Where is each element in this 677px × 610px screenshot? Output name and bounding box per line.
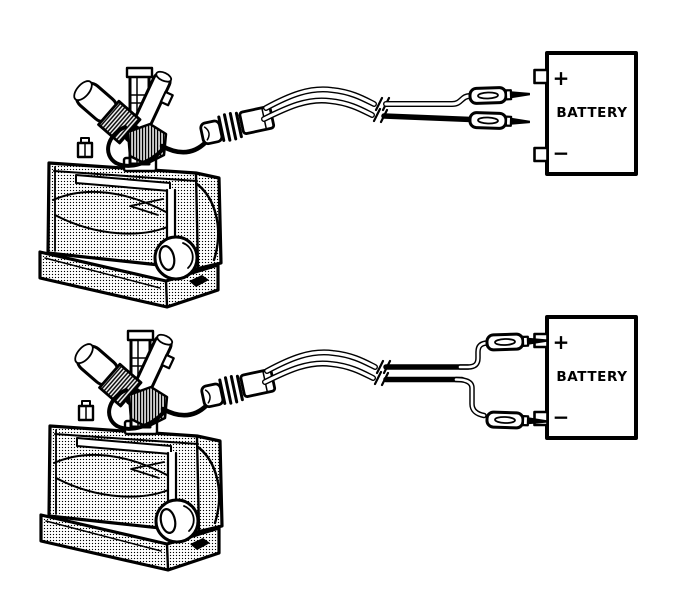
positive-clip-top [468,85,532,106]
battery-top [532,51,638,176]
figure-bottom-connected [41,315,638,570]
positive-lead-wire-top [383,93,473,107]
figure-top-disconnected [40,51,638,307]
battery-bottom [532,315,638,440]
negative-lead-corner-bottom [453,376,487,419]
canister-assembly-bottom [41,331,390,570]
canister-assembly-top [40,68,389,307]
negative-clip-top [468,110,532,131]
positive-lead-corner-bottom [457,340,491,370]
negative-lead-wire-top [381,113,474,123]
